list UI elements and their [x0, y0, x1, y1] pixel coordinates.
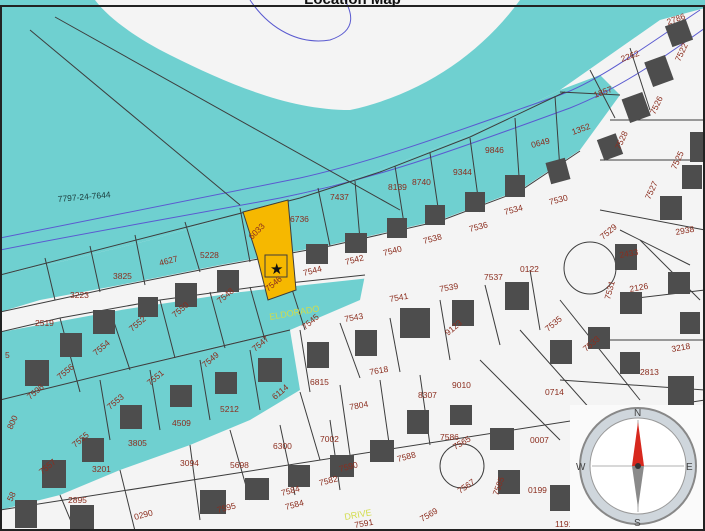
water-body — [0, 0, 705, 275]
parcel-label: 9344 — [453, 167, 472, 177]
parcel-label: 4627 — [158, 253, 179, 268]
parcel-label: 9846 — [485, 145, 504, 155]
parcel-label: 9010 — [452, 380, 471, 390]
parcel-label: 3805 — [128, 438, 147, 448]
parcel-label: 3218 — [671, 341, 692, 354]
parcel-label: 2433 — [619, 247, 640, 260]
parcel-label: 6300 — [273, 441, 292, 451]
compass-west: W — [576, 462, 586, 473]
parcel-label: 7542 — [344, 252, 365, 267]
parcel-label: 6736 — [290, 214, 309, 224]
road-label-drive: DRIVE — [344, 507, 373, 522]
parcel-label: 2813 — [640, 367, 659, 377]
parcel-label: 7531 — [602, 279, 617, 300]
parcel-label: 0199 — [528, 485, 547, 495]
parcel-label: 7595 — [216, 500, 237, 515]
parcel-label: 3825 — [113, 271, 132, 281]
parcel-label: 7543 — [344, 311, 365, 324]
parcel-label: 7437 — [330, 192, 349, 202]
contour-line — [0, 9, 701, 239]
map-title: Location Map — [0, 0, 705, 8]
parcel-label: 7530 — [548, 192, 569, 207]
contour-line — [249, 0, 352, 42]
subject-marker-icon: ★ — [270, 261, 283, 278]
parcel-label: 7544 — [302, 263, 323, 278]
compass-north: N — [634, 408, 641, 419]
parcel-label: 2126 — [629, 281, 650, 294]
map-border — [0, 5, 705, 531]
parcel-label: 8307 — [418, 390, 437, 400]
parcel-label: 7618 — [369, 364, 390, 377]
parcel-label: 7586 — [440, 432, 459, 442]
compass-east: E — [686, 462, 693, 473]
parcel-label: 4509 — [172, 418, 191, 428]
parcel-label: 0714 — [545, 387, 564, 397]
parcel-label: 2519 — [35, 318, 54, 328]
compass-needle-south — [632, 466, 644, 508]
parcel-label: 5228 — [200, 250, 219, 260]
parcel-label: 7538 — [422, 231, 443, 246]
parcel-label: 7584 — [280, 483, 301, 498]
parcel-label: 5 — [5, 350, 10, 360]
parcel-labels: 2786226218571352064998469344874081397437… — [5, 11, 695, 530]
waterfront-lots-south — [0, 275, 365, 400]
parcel-label: 2938 — [675, 224, 696, 237]
peninsula-land — [95, 0, 520, 110]
contour-line — [0, 27, 705, 251]
parcel-label: 7590 — [338, 459, 359, 474]
parcel-label: 8740 — [412, 177, 431, 187]
parcel-label: 7584 — [284, 497, 305, 512]
parcel-label: 1191 — [555, 519, 574, 529]
parcel-label: 0122 — [520, 264, 539, 274]
parcel-label: 0007 — [530, 435, 549, 445]
parcel-label: 3201 — [92, 464, 111, 474]
parcel-label: 7534 — [503, 202, 524, 217]
parcel-label: 7588 — [396, 449, 417, 464]
cul-de-sac-south — [439, 443, 485, 489]
parcel-label: 7797-24-7644 — [57, 189, 111, 204]
compass-south: S — [634, 518, 641, 529]
parcel-label: 7002 — [320, 434, 339, 444]
parcel-label: 6815 — [310, 377, 329, 387]
parcel-label: 2895 — [68, 495, 87, 505]
parcel-label: 8139 — [388, 182, 407, 192]
parcel-label: 7582 — [318, 473, 339, 488]
compass-rose: N S E W — [570, 405, 705, 531]
parcel-label: 3094 — [180, 458, 199, 468]
parcel-label: 7540 — [382, 243, 403, 258]
parcel-label: 7541 — [389, 291, 410, 304]
parcel-label: 7804 — [349, 399, 370, 412]
waterfront-lots — [0, 75, 620, 312]
compass-needle-north — [632, 422, 644, 466]
buildings — [15, 18, 705, 529]
parcel-label: 7539 — [439, 281, 460, 294]
parcel-label: 7537 — [484, 272, 503, 282]
parcel-label: 0649 — [530, 135, 551, 150]
parcel-label: 58 — [5, 490, 18, 503]
parcel-label: 3223 — [70, 290, 89, 300]
parcel-label: 7591 — [354, 517, 375, 530]
subject-building — [264, 254, 288, 278]
parcel-label: 7536 — [468, 219, 489, 234]
parcel-label: 0290 — [133, 507, 154, 522]
parcel-label: 5212 — [220, 404, 239, 414]
parcel-label: 5698 — [230, 460, 249, 470]
road-eldorado — [0, 237, 580, 332]
